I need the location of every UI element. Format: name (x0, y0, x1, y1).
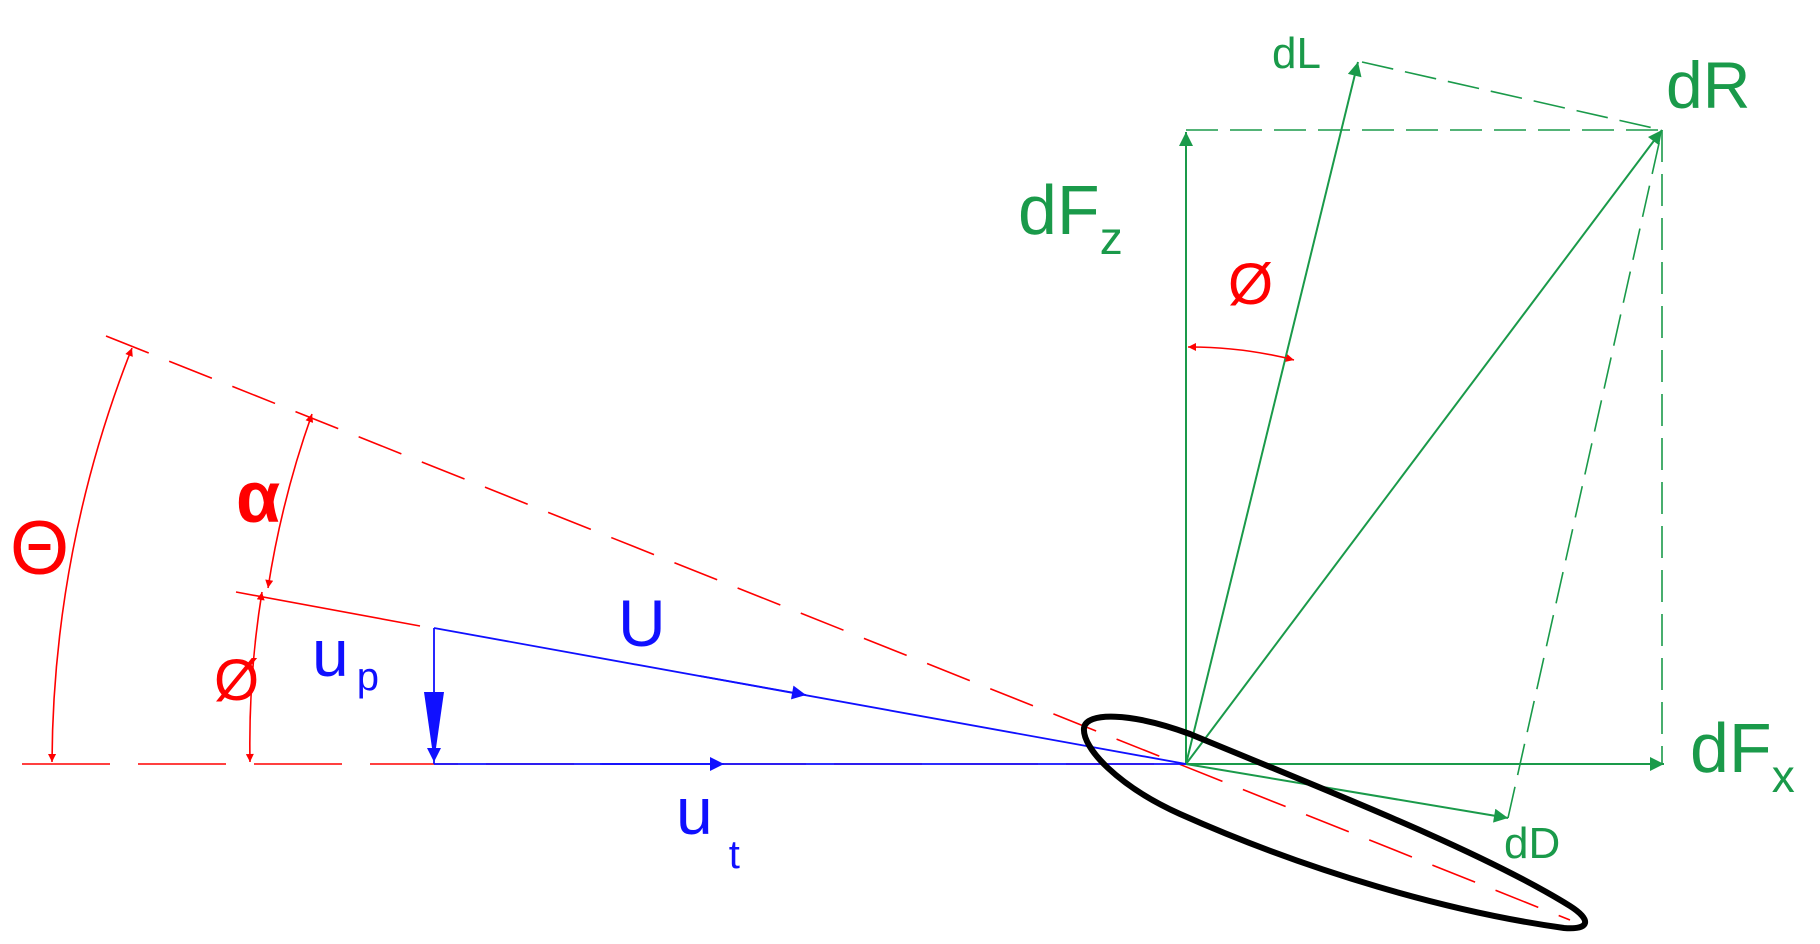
angle-reference-lines (22, 335, 1571, 921)
dR-vector (1185, 129, 1663, 765)
U-vector (433, 627, 1187, 765)
phi-velocity-angle-arc (245, 591, 265, 763)
relative-wind-extension (235, 591, 421, 627)
dL-vector (1185, 61, 1362, 765)
label-ut-main: u (676, 774, 713, 848)
airfoil (1080, 713, 1588, 932)
dD-vector (1185, 763, 1509, 823)
label-dFz: dFz (1018, 171, 1123, 264)
label-dFx-sub: x (1772, 750, 1795, 802)
velocity-vectors (427, 627, 1187, 771)
label-up-main: u (312, 616, 349, 690)
label-theta: Θ (10, 506, 69, 591)
label-up-sub: p (357, 655, 379, 699)
label-dR: dR (1666, 48, 1750, 122)
label-ut: ut (676, 774, 740, 877)
label-dFx: dFx (1690, 709, 1795, 802)
phi-force-angle-arc (1187, 342, 1295, 362)
label-phi-force: Ø (1228, 252, 1273, 317)
label-phi-velocity: Ø (214, 648, 259, 713)
chord-line-dashed (105, 335, 1571, 921)
label-dFz-main: dF (1018, 171, 1100, 249)
U-arrow-segment (699, 675, 807, 700)
label-dD: dD (1504, 819, 1560, 868)
alpha-angle-arc (265, 413, 314, 589)
label-dFz-sub: z (1100, 212, 1123, 264)
dL-to-dR-dashed (1361, 61, 1663, 131)
dD-to-dR-dashed (1507, 129, 1663, 819)
label-dL: dL (1272, 29, 1321, 78)
force-construction-lines (1186, 61, 1663, 819)
label-ut-sub: t (729, 833, 740, 877)
up-arrowhead (424, 692, 444, 762)
label-alpha: α (236, 458, 280, 538)
force-vectors (1179, 61, 1664, 823)
label-dFx-main: dF (1690, 709, 1772, 787)
label-U: U (618, 586, 666, 660)
theta-angle-arc (48, 347, 133, 763)
